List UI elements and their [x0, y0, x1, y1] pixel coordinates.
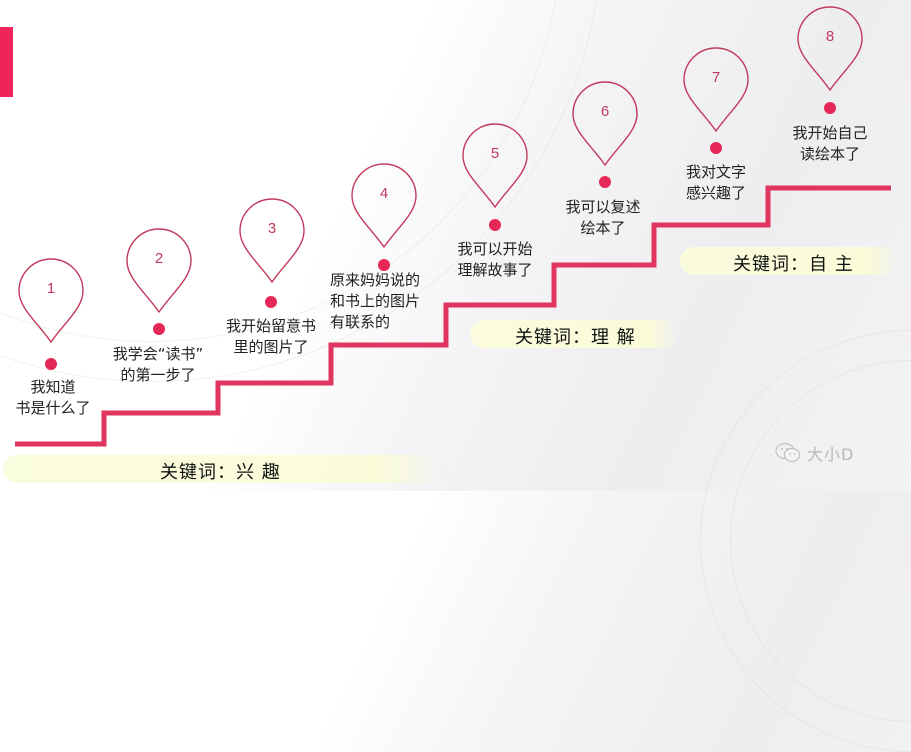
step-8-caption: 我开始自己 读绘本了 [792, 124, 868, 163]
step-5-caption: 我可以开始 理解故事了 [457, 240, 533, 279]
step-2-pin: 2 [125, 228, 193, 316]
step-number: 6 [600, 103, 610, 120]
staircase-line [15, 185, 891, 447]
keyword-band-autonomy [680, 247, 900, 275]
step-4-pin: 4 [350, 163, 418, 251]
map-pin-icon [126, 228, 192, 314]
step-number: 5 [490, 145, 500, 162]
accent-bar [0, 27, 13, 97]
step-number: 1 [46, 280, 56, 297]
step-7-pin: 7 [682, 47, 750, 135]
step-1-caption: 我知道 书是什么了 [15, 378, 91, 417]
step-4-dot [378, 259, 390, 271]
step-3-pin: 3 [238, 198, 306, 286]
step-4-caption: 原来妈妈说的 和书上的图片 有联系的 [330, 271, 421, 331]
step-number: 7 [711, 69, 721, 86]
step-3-caption: 我开始留意书 里的图片了 [225, 317, 316, 356]
step-2-dot [153, 323, 165, 335]
keyword-band-interest [3, 455, 443, 483]
map-pin-icon [797, 6, 863, 92]
step-1-pin: 1 [17, 258, 85, 346]
step-number: 3 [267, 220, 277, 237]
step-6-caption: 我可以复述 绘本了 [565, 198, 641, 237]
step-8-pin: 8 [796, 6, 864, 94]
step-8-dot [824, 102, 836, 114]
step-7-caption: 我对文字 感兴趣了 [685, 163, 746, 202]
keyword-understanding: 关键词：理 解 [515, 327, 636, 348]
map-pin-icon [18, 258, 84, 344]
map-pin-icon [462, 123, 528, 209]
step-2-caption: 我学会“读书” 的第一步了 [112, 345, 204, 384]
watermark: 大小D [775, 441, 854, 465]
step-5-pin: 5 [461, 123, 529, 211]
map-pin-icon [351, 163, 417, 249]
step-number: 2 [154, 250, 164, 267]
step-6-pin: 6 [571, 81, 639, 169]
step-5-dot [489, 219, 501, 231]
step-6-dot [599, 176, 611, 188]
map-pin-icon [572, 81, 638, 167]
step-3-dot [265, 296, 277, 308]
keyword-interest: 关键词：兴 趣 [160, 462, 281, 483]
wechat-icon [775, 442, 801, 463]
keyword-band-understanding [470, 320, 680, 348]
step-7-dot [710, 142, 722, 154]
watermark-text: 大小D [807, 445, 855, 464]
map-pin-icon [239, 198, 305, 284]
keyword-autonomy: 关键词：自 主 [733, 254, 854, 275]
step-number: 8 [825, 28, 835, 45]
step-number: 4 [379, 185, 389, 202]
step-1-dot [45, 358, 57, 370]
map-pin-icon [683, 47, 749, 133]
